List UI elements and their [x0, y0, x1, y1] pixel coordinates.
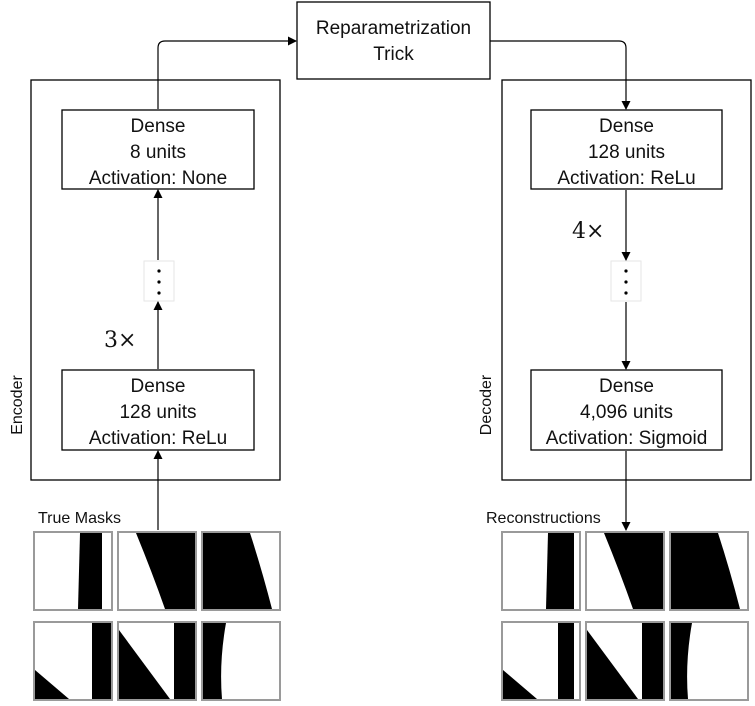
layer-activation: Activation: None [89, 168, 227, 189]
layer-activation: Activation: ReLu [557, 168, 695, 189]
reparam-line2: Trick [373, 44, 414, 65]
reconstruction-image [501, 531, 581, 611]
encoder-label: Encoder [9, 375, 26, 435]
layer-title: Dense [599, 376, 654, 397]
reconstruction-image [585, 621, 665, 701]
decoder-ellipsis [610, 260, 642, 302]
mask-image [117, 531, 197, 611]
layer-activation: Activation: Sigmoid [546, 428, 708, 449]
layer-title: Dense [131, 116, 186, 137]
reconstruction-image [669, 531, 749, 611]
decoder-repeat-count: 4× [572, 219, 604, 244]
layer-units: 4,096 units [580, 402, 673, 423]
decoder-label: Decoder [478, 374, 495, 435]
reconstruction-image [585, 531, 665, 611]
true-masks-label: True Masks [38, 510, 121, 527]
arrow-reparam-to-decoder [490, 40, 631, 110]
reconstructions-grid [501, 531, 749, 701]
reparam-line1: Reparametrization [316, 18, 471, 39]
decoder-bottom-dense-layer: Dense 4,096 units Activation: Sigmoid [530, 369, 723, 451]
layer-activation: Activation: ReLu [89, 428, 227, 449]
layer-units: 128 units [588, 142, 665, 163]
decoder-top-dense-layer: Dense 128 units Activation: ReLu [530, 109, 723, 190]
mask-image [33, 621, 113, 701]
mask-image [33, 531, 113, 611]
encoder-bottom-dense-layer: Dense 128 units Activation: ReLu [61, 369, 255, 451]
flow-arrows [153, 36, 631, 531]
layer-units: 8 units [130, 142, 186, 163]
mask-image [201, 621, 281, 701]
mask-image [117, 621, 197, 701]
true-masks-grid [33, 531, 281, 701]
reparametrization-trick-box: Reparametrization Trick [296, 1, 491, 80]
encoder-container: Encoder Dense 8 units Activation: None 3… [9, 79, 281, 481]
mask-image [201, 531, 281, 611]
layer-title: Dense [131, 376, 186, 397]
layer-title: Dense [599, 116, 654, 137]
decoder-container: Decoder Dense 128 units Activation: ReLu… [478, 79, 752, 481]
reconstruction-image [669, 621, 749, 701]
reconstruction-image [501, 621, 581, 701]
arrow-encoder-to-reparam [157, 36, 297, 109]
encoder-repeat-count: 3× [104, 328, 136, 353]
encoder-ellipsis [143, 260, 175, 302]
layer-units: 128 units [119, 402, 196, 423]
encoder-top-dense-layer: Dense 8 units Activation: None [61, 109, 255, 190]
reconstructions-label: Reconstructions [486, 510, 601, 527]
